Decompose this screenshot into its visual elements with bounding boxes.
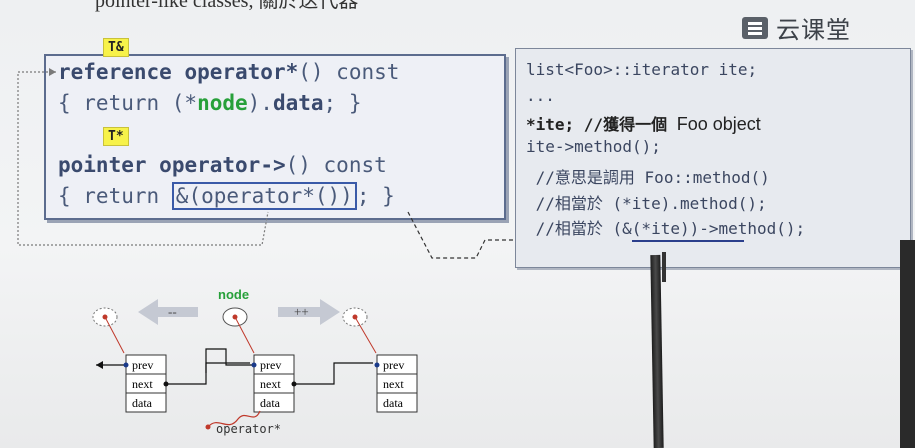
operator-star: operator* — [184, 60, 299, 84]
operator-dot — [205, 424, 211, 430]
const-suffix-2: () const — [285, 153, 387, 177]
code-line-return-address: { return &(operator*()); } — [58, 182, 395, 210]
slide-heading: pointer-like classes, 關於迭代器 — [95, 0, 359, 12]
right-line-4: ite->method(); — [526, 137, 661, 156]
keyword-pointer: pointer — [58, 153, 147, 177]
code-line-return-data: { return (*node).data; } — [58, 91, 361, 115]
list-node-2: prev next data — [253, 354, 295, 413]
decrement-label: -- — [168, 304, 177, 319]
field-next: next — [260, 377, 281, 391]
boxed-expression: &(operator*()) — [171, 182, 357, 210]
code-line-reference: reference operator*() const — [58, 60, 399, 84]
operator-squiggle — [207, 410, 261, 428]
pointer-line-1 — [104, 316, 125, 354]
connector-arrowhead — [49, 68, 56, 76]
type-tag-reference: T& — [103, 38, 129, 57]
usage-code-box — [515, 48, 911, 268]
member-dot: ). — [247, 91, 273, 115]
field-next: next — [383, 377, 404, 391]
field-data: data — [132, 396, 153, 410]
right-line-1: list<Foo>::iterator ite; — [526, 60, 758, 79]
field-data: data — [383, 396, 404, 410]
foo-object-text: Foo object — [676, 114, 761, 134]
pointer-line-node — [234, 316, 255, 354]
field-data: data — [260, 396, 281, 410]
keyword-reference: reference — [58, 60, 172, 84]
data-token: data — [272, 91, 324, 115]
prev-arrowhead — [96, 361, 103, 369]
type-tag-pointer: T* — [103, 127, 129, 146]
increment-label: ++ — [294, 304, 309, 319]
operator-arrow: operator-> — [159, 153, 286, 177]
brand-icon — [742, 16, 768, 39]
right-line-7: //相當於 (&(*ite))->method(); — [526, 219, 806, 238]
method-text: Foo::method() — [644, 168, 770, 187]
field-prev: prev — [260, 358, 281, 372]
increment-arrow — [278, 299, 340, 325]
const-suffix: () const — [298, 60, 400, 84]
frame-edge — [900, 240, 915, 448]
brand-name: 云课堂 — [776, 16, 851, 44]
list-node-3: prev next data — [376, 354, 418, 413]
statement-end: ; } — [323, 91, 362, 115]
operator-label: operator* — [216, 422, 281, 436]
node-token: node — [197, 91, 248, 115]
right-line-2: ... — [526, 86, 555, 105]
field-prev: prev — [132, 358, 153, 372]
list-node-1: prev next data — [125, 354, 167, 413]
right-line-5: //意思是調用 Foo::method() — [526, 164, 770, 188]
right-dashed-connector — [407, 211, 516, 259]
right-line-3: *ite; //獲得一個 Foo object — [526, 111, 761, 135]
code-line-pointer: pointer operator->() const — [58, 153, 387, 177]
node-label: node — [218, 287, 249, 302]
pointer-tip — [662, 252, 666, 282]
return-prefix: { return (* — [58, 91, 198, 115]
link-dot-1 — [163, 381, 169, 387]
prev-dot-3 — [374, 362, 380, 368]
statement-end-2: ; } — [356, 184, 395, 208]
prev-dot-1 — [123, 362, 129, 368]
field-prev: prev — [383, 358, 404, 372]
return-prefix-2: { return — [58, 184, 172, 208]
link-dot-2 — [291, 381, 297, 387]
decrement-arrow — [138, 299, 198, 325]
highlight-underline — [632, 240, 744, 242]
brand-logo: 云课堂 — [742, 10, 851, 45]
deref-text: *ite; //獲得一個 — [526, 115, 677, 134]
right-line-6: //相當於 (*ite).method(); — [526, 194, 767, 213]
linked-list-diagram: -- ++ node prev next data prev next data… — [92, 287, 418, 436]
field-next: next — [132, 377, 153, 391]
prev-dot-2 — [251, 362, 257, 368]
left-dotted-connector — [17, 71, 269, 246]
comment-text: //意思是調用 — [526, 168, 645, 187]
pointer-line-3 — [354, 316, 377, 354]
